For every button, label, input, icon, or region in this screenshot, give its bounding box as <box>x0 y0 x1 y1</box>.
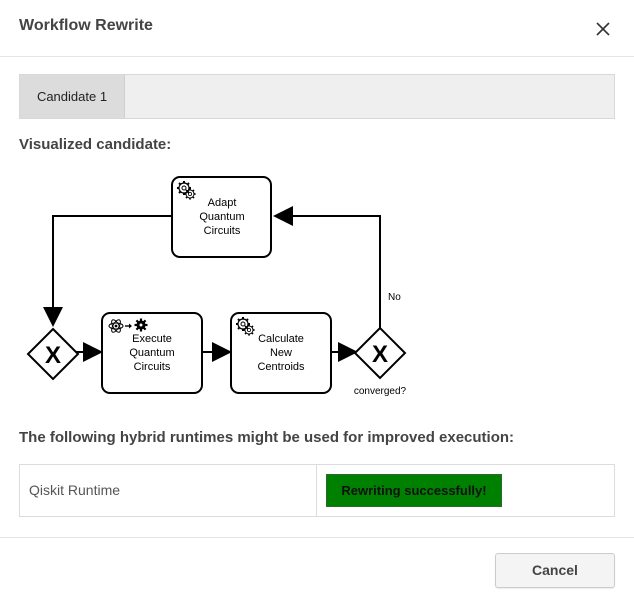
runtimes-table: Qiskit Runtime Rewriting successfully! <box>19 464 615 517</box>
task-label-line: Calculate <box>258 333 304 345</box>
gateway-label: converged? <box>354 386 407 397</box>
task-label-line: Circuits <box>204 225 241 237</box>
candidate-tabs: Candidate 1 <box>19 74 615 119</box>
tab-candidate-1[interactable]: Candidate 1 <box>20 75 125 118</box>
task-execute-quantum-circuits[interactable]: Execute Quantum Circuits <box>101 312 203 394</box>
visualized-candidate-heading: Visualized candidate: <box>19 136 172 153</box>
dialog-title: Workflow Rewrite <box>19 17 153 34</box>
task-calculate-new-centroids[interactable]: Calculate New Centroids <box>230 312 332 394</box>
task-label-line: Adapt <box>208 197 237 209</box>
quantum-atom-gear-icon <box>108 318 148 333</box>
task-adapt-quantum-circuits[interactable]: Adapt Quantum Circuits <box>171 176 272 258</box>
runtime-name: Qiskit Runtime <box>20 465 317 516</box>
edge-adapt-to-merge <box>43 215 172 327</box>
task-label-line: New <box>270 347 292 359</box>
edge-converged-to-adapt <box>273 206 381 328</box>
gateway-merge[interactable]: X <box>26 327 80 381</box>
workflow-diagram: Adapt Quantum Circuits <box>19 167 419 408</box>
task-label-line: Quantum <box>199 211 244 223</box>
rewrite-status-badge[interactable]: Rewriting successfully! <box>326 474 502 507</box>
dialog-header: Workflow Rewrite <box>0 0 634 57</box>
gateway-symbol: X <box>45 342 61 369</box>
cancel-button[interactable]: Cancel <box>495 553 615 588</box>
close-icon[interactable] <box>592 18 614 40</box>
footer-divider <box>0 537 634 538</box>
task-label-line: Circuits <box>134 361 171 373</box>
task-label-line: Execute <box>132 333 172 345</box>
edge-label-no: No <box>388 292 401 303</box>
gateway-symbol: X <box>372 341 388 368</box>
task-label-line: Quantum <box>129 347 174 359</box>
gateway-converged[interactable]: X <box>353 326 407 380</box>
task-label-line: Centroids <box>257 361 305 373</box>
runtimes-heading: The following hybrid runtimes might be u… <box>19 429 515 446</box>
